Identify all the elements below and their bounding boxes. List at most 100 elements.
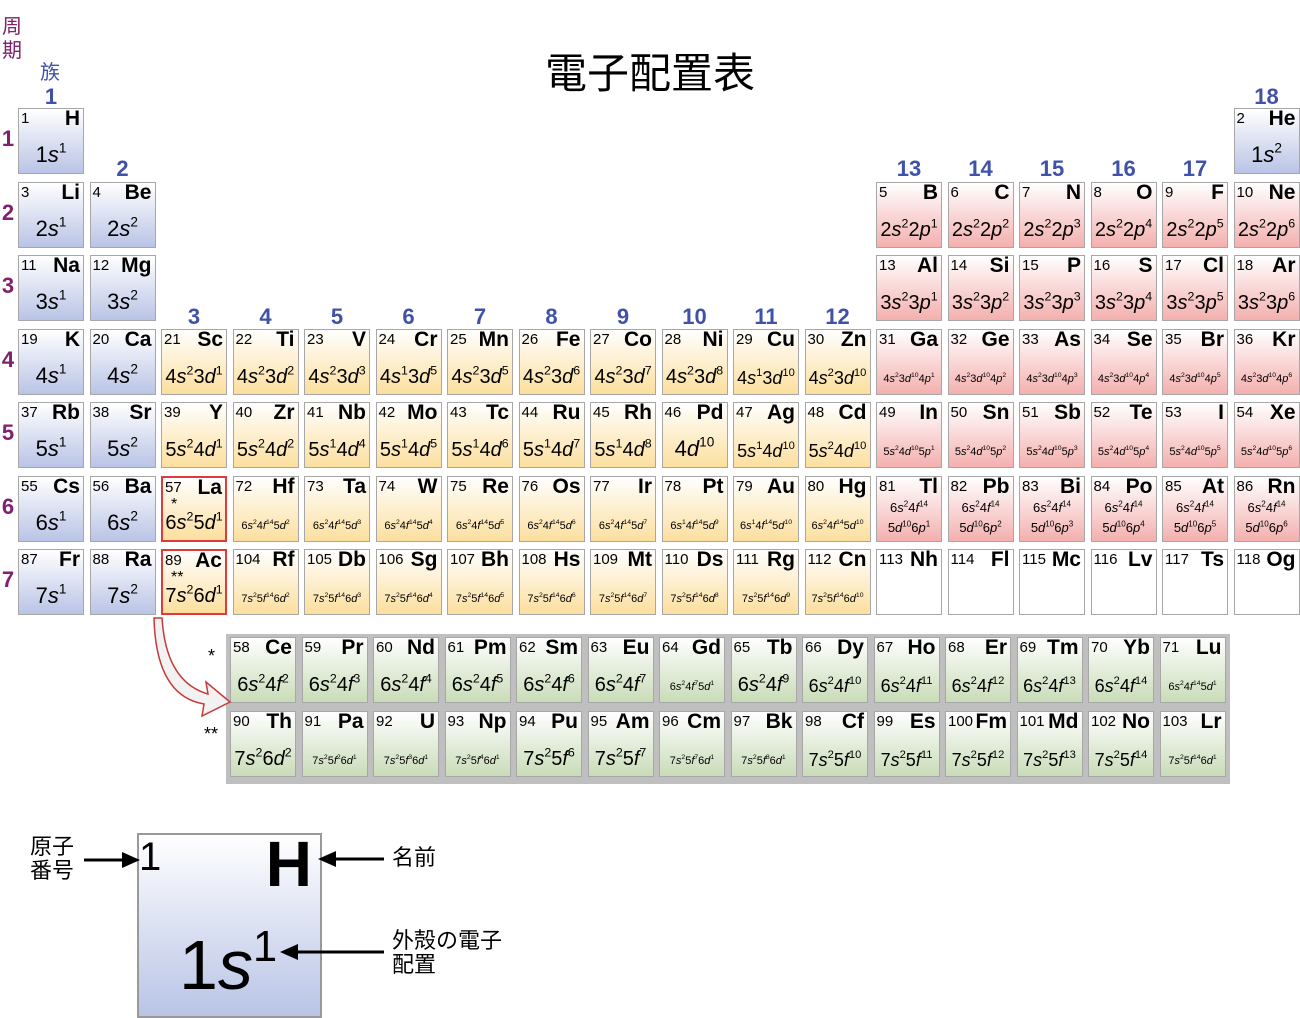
electron-config-line: 5d106p3 (1030, 518, 1074, 535)
element-symbol: I (1218, 402, 1224, 424)
atomic-number: 17 (1165, 257, 1182, 274)
atomic-number: 47 (736, 404, 753, 421)
electron-config: 5s1 (35, 434, 67, 461)
electron-config: 4s23d1 (165, 362, 223, 388)
electron-config: 7s25f10 (808, 749, 862, 770)
group-number: 7 (473, 304, 487, 329)
electron-config: 7s25f146d8 (670, 592, 719, 605)
atomic-number: 69 (1019, 639, 1037, 656)
element-symbol: Fl (990, 549, 1010, 571)
atomic-number: 92 (376, 713, 393, 730)
electron-config: 7s25f6 (523, 745, 575, 770)
element-symbol: Bi (1060, 475, 1081, 498)
electron-config: 7s25f13 (1023, 749, 1076, 770)
electron-config: 6s2 (107, 507, 138, 535)
group-number: 3 (187, 304, 201, 329)
group-number: 15 (1039, 156, 1065, 181)
electron-config: 1s2 (1251, 140, 1282, 167)
electron-config: 4s23d8 (665, 362, 724, 388)
element-symbol: Cn (838, 549, 867, 571)
element-symbol: Rb (52, 402, 80, 424)
atomic-number: 33 (1022, 330, 1039, 348)
electron-config: 5s24d10 (808, 440, 867, 461)
electron-config: 6s24f5 (451, 671, 504, 696)
electron-config-line: 6s24f14 (1247, 498, 1286, 515)
element-symbol: K (64, 328, 80, 351)
atomic-number: 74 (378, 477, 396, 495)
atomic-number: 60 (376, 639, 393, 656)
element-symbol: Er (984, 637, 1007, 659)
lanthanide-mark: * (208, 646, 216, 666)
electron-config: 7s26d2 (234, 745, 292, 770)
electron-config: 6s24f145d5 (455, 518, 505, 532)
element-symbol: Be (124, 181, 152, 204)
period-number: 6 (1, 493, 15, 519)
atomic-number: 2 (1236, 110, 1245, 127)
legend-symbol: H (265, 828, 312, 900)
atomic-number: 15 (1022, 257, 1039, 274)
atomic-number: 20 (92, 330, 110, 348)
group-number: 5 (330, 304, 344, 329)
atomic-number: 36 (1236, 330, 1254, 348)
element-symbol: Pb (982, 475, 1010, 498)
electron-config: 4s23d2 (236, 362, 295, 388)
element-symbol: Co (624, 328, 652, 351)
element-symbol: Yb (1123, 637, 1150, 659)
electron-config: 4s23d104p1 (883, 371, 935, 385)
element-symbol: Cd (838, 402, 867, 424)
atomic-number: 82 (950, 477, 968, 495)
atomic-number: 62 (519, 639, 536, 656)
atomic-number: 93 (447, 713, 465, 730)
electron-config: 6s24f9 (737, 671, 790, 696)
atomic-number: 23 (307, 330, 324, 348)
atomic-number: 78 (664, 477, 682, 495)
atomic-number: 30 (807, 330, 825, 348)
element-symbol: Fe (555, 328, 581, 351)
element-symbol: As (1054, 328, 1081, 351)
element-symbol: Te (1129, 402, 1153, 424)
legend-atomic-number: 1 (139, 835, 162, 879)
electron-config: 6s24f145d1 (1168, 680, 1217, 693)
group-number: 14 (968, 156, 993, 181)
chart-title: 電子配置表 (544, 49, 755, 98)
electron-config-line: 6s24f14 (1032, 498, 1072, 515)
atomic-number: 107 (450, 551, 476, 568)
atomic-number: 90 (233, 713, 250, 730)
electron-config: 3s23p4 (1094, 289, 1153, 314)
atomic-number: 8 (1093, 183, 1102, 201)
atomic-number: 26 (521, 330, 539, 348)
element-symbol: Zn (840, 328, 867, 351)
